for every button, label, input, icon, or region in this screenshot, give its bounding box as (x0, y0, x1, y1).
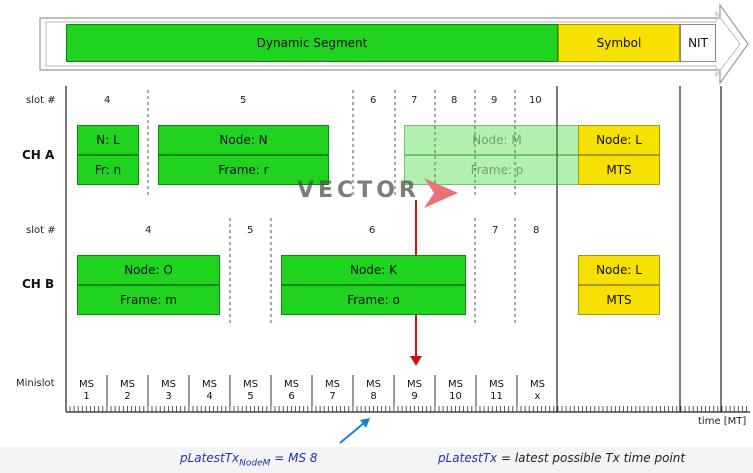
chb-frame-nk-bottom: Frame: o (281, 285, 466, 315)
cha-slot-9: 9 (491, 95, 498, 106)
cha-slot-4: 4 (104, 95, 111, 106)
caption-right: pLatestTx = latest possible Tx time poin… (438, 451, 685, 465)
chb-symbol-top: Node: L (578, 255, 660, 285)
minislot-9-ms: MS (407, 379, 422, 390)
cha-frame-nl-top: N: L (77, 125, 139, 155)
minislot-x-num: x (534, 391, 541, 402)
cha-symbol-top: Node: L (578, 125, 660, 155)
cha-label: CH A (22, 148, 55, 162)
cha-slot-8: 8 (451, 95, 458, 106)
minislot-x-ms: MS (530, 379, 545, 390)
minislot-10-num: 10 (449, 391, 462, 402)
minislot-2-num: 2 (124, 391, 131, 402)
minislot-11-ms: MS (489, 379, 504, 390)
symbol-segment-label: Symbol (596, 36, 642, 50)
caption-left-sub: NodeM (239, 458, 271, 469)
minislot-5-ms: MS (243, 379, 258, 390)
time-axis-label: time [MT] (698, 416, 747, 427)
cha-frame-nm-bottom-text: Frame: p (470, 163, 524, 177)
cha-symbol-bottom: MTS (578, 155, 660, 185)
symbol-segment: Symbol (558, 24, 680, 62)
chb-symbol-bottom-text: MTS (606, 293, 632, 307)
minislot-4-num: 4 (206, 391, 213, 402)
chb-slot-5: 5 (247, 225, 254, 236)
cha-slot-6: 6 (370, 95, 377, 106)
minislot-7-ms: MS (325, 379, 340, 390)
chb-frame-no-top: Node: O (77, 255, 220, 285)
chb-slot-6: 6 (369, 225, 376, 236)
minislot-label: Minislot (16, 378, 55, 389)
cha-frame-nn-top-text: Node: N (219, 133, 268, 147)
minislot-1-num: 1 (83, 391, 90, 402)
chb-frame-no-bottom: Frame: m (77, 285, 220, 315)
chb-slot-label: slot # (26, 225, 56, 236)
minislot-7-num: 7 (329, 391, 336, 402)
minislot-3-num: 3 (165, 391, 172, 402)
cha-frame-nm-top: Node: M (404, 125, 590, 155)
chb-frame-nk-top: Node: K (281, 255, 466, 285)
minislot-6-num: 6 (288, 391, 295, 402)
minislot-3-ms: MS (161, 379, 176, 390)
chb-frame-nk-bottom-text: Frame: o (347, 293, 400, 307)
chb-frame-nk-top-text: Node: K (349, 263, 398, 277)
dynamic-segment: Dynamic Segment (66, 24, 558, 62)
chb-symbol-bottom: MTS (578, 285, 660, 315)
caption-right-main: pLatestTx (438, 451, 498, 465)
minislot-8-ms: MS (366, 379, 381, 390)
nit-segment-label: NIT (688, 36, 708, 50)
minislot-1-ms: MS (79, 379, 94, 390)
chb-slot-4: 4 (145, 225, 152, 236)
minislot-9-num: 9 (411, 391, 418, 402)
cha-slot-5: 5 (240, 95, 247, 106)
cha-frame-nn-bottom-text: Frame: r (218, 163, 269, 177)
minislot-6-ms: MS (284, 379, 299, 390)
caption-strip: pLatestTxNodeM = MS 8 pLatestTx = latest… (0, 447, 753, 473)
minislot-4-ms: MS (202, 379, 217, 390)
cha-symbol-bottom-text: MTS (606, 163, 632, 177)
chb-frame-no-top-text: Node: O (124, 263, 173, 277)
cha-frame-nl-bottom: Fr: n (77, 155, 139, 185)
minislot-5-num: 5 (247, 391, 254, 402)
cha-frame-nm-bottom: Frame: p (404, 155, 590, 185)
cha-slot-7: 7 (411, 95, 418, 106)
nit-segment: NIT (680, 24, 716, 62)
cha-slot-10: 10 (529, 95, 542, 106)
caption-left-main: pLatestTx (180, 451, 240, 465)
cha-slot-label: slot # (26, 95, 56, 106)
cha-frame-nl-top-text: N: L (96, 133, 120, 147)
dynamic-segment-label: Dynamic Segment (256, 36, 368, 50)
cha-frame-nn-top: Node: N (158, 125, 329, 155)
minislot-8-num: 8 (370, 391, 377, 402)
cha-frame-nn-bottom: Frame: r (158, 155, 329, 185)
vector-logo-icon (424, 178, 458, 208)
chb-slot-8: 8 (533, 225, 540, 236)
caption-right-rest: = latest possible Tx time point (497, 451, 686, 465)
caption-left-rest: = MS 8 (270, 451, 318, 465)
minislot-11-num: 11 (490, 391, 503, 402)
timing-grid (65, 86, 750, 444)
cha-frame-nm-top-text: Node: M (472, 133, 522, 147)
chb-symbol-top-text: Node: L (596, 263, 642, 277)
chb-label: CH B (22, 277, 55, 291)
chb-frame-no-bottom-text: Frame: m (120, 293, 177, 307)
chb-slot-7: 7 (492, 225, 499, 236)
vector-watermark: VECTOR (297, 178, 420, 203)
minislot-2-ms: MS (120, 379, 135, 390)
caption-left: pLatestTxNodeM = MS 8 (180, 451, 318, 468)
cha-frame-nl-bottom-text: Fr: n (94, 163, 122, 177)
cha-symbol-top-text: Node: L (596, 133, 642, 147)
minislot-10-ms: MS (448, 379, 463, 390)
